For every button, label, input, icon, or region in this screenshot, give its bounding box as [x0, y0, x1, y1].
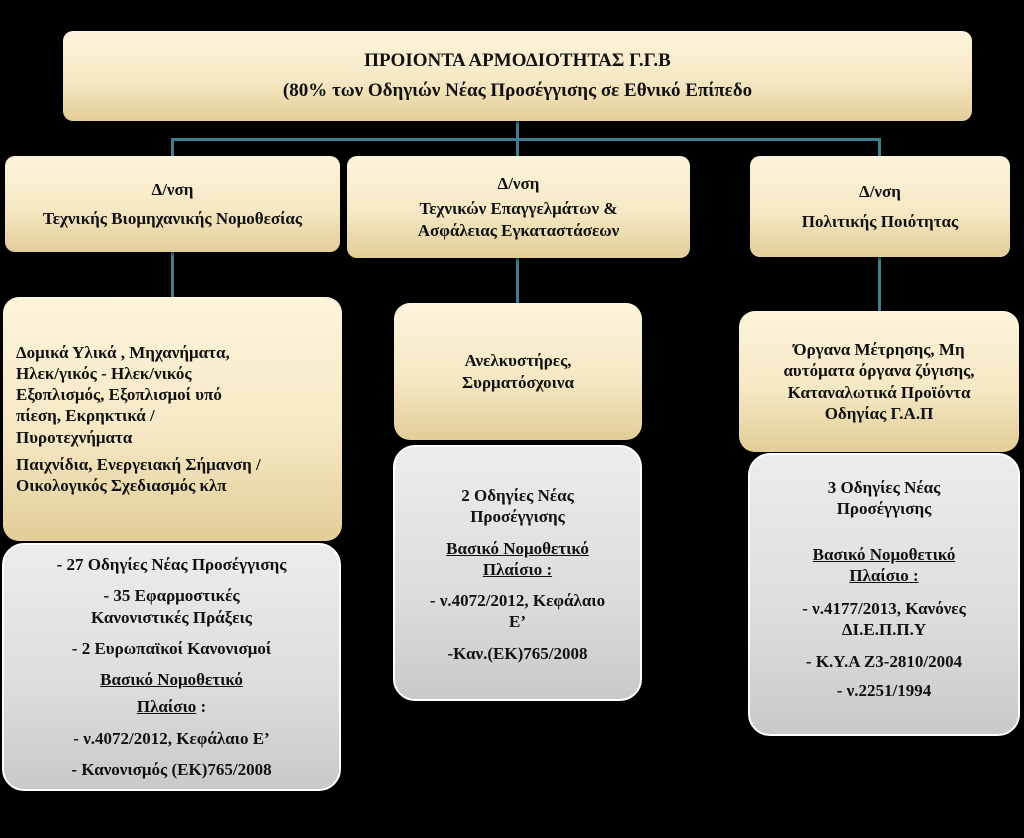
connector-root-down — [516, 120, 519, 140]
framework-label-line-2: Πλαίσιο : — [482, 559, 553, 579]
division-name-line-2: Ασφάλειας Εγκαταστάσεων — [417, 220, 620, 240]
product-line: Ανελκυστήρες, — [464, 351, 572, 371]
framework-item: - ν.2251/1994 — [836, 680, 932, 700]
framework-item: ΔΙ.Ε.Π.Π.Υ — [841, 620, 927, 640]
division-name: Πολιτικής Ποιότητας — [801, 211, 959, 231]
connector-center-drop — [516, 138, 519, 158]
product-line: Ηλεκ/γικός - Ηλεκ/νικός — [16, 363, 192, 383]
product-line: Όργανα Μέτρησης, Μη — [793, 340, 965, 359]
framework-item: - Κανονισμός (ΕΚ)765/2008 — [71, 759, 272, 779]
root-box: ΠΡΟΙΟΝΤΑ ΑΡΜΟΔΙΟΤΗΤΑΣ Γ.Γ.Β (80% των Οδη… — [63, 31, 972, 121]
connector-left-drop — [171, 138, 174, 158]
division-title: Δ/νση — [151, 179, 194, 199]
framework-label-colon: : — [196, 697, 207, 717]
framework-item: - ν.4072/2012, Κεφάλαιο — [429, 591, 606, 610]
division-name: Τεχνικής Βιομηχανικής Νομοθεσίας — [42, 209, 303, 228]
product-line: Συρματόσχοινα — [462, 372, 574, 392]
division-header-technical-professions: Δ/νση Τεχνικών Επαγγελμάτων & Ασφάλειας … — [347, 156, 690, 258]
connector-left-to-products — [171, 252, 174, 298]
division-name-line-1: Τεχνικών Επαγγελμάτων & — [419, 199, 618, 219]
product-line: Καταναλωτικά Προϊόντα — [787, 382, 971, 402]
division-header-quality-policy: Δ/νση Πολιτικής Ποιότητας — [750, 156, 1010, 257]
framework-item: - Κ.Υ.Α Ζ3-2810/2004 — [805, 651, 963, 671]
division-header-technical-industrial: Δ/νση Τεχνικής Βιομηχανικής Νομοθεσίας — [5, 156, 340, 252]
framework-label-text: Πλαίσιο — [136, 697, 197, 717]
directives-box-quality-policy: 3 Οδηγίες Νέας Προσέγγισης Βασικό Νομοθε… — [748, 453, 1020, 736]
product-line: αυτόματα όργανα ζύγισης, — [783, 361, 975, 381]
framework-item: -Καν.(ΕΚ)765/2008 — [447, 643, 588, 663]
root-title: ΠΡΟΙΟΝΤΑ ΑΡΜΟΔΙΟΤΗΤΑΣ Γ.Γ.Β — [364, 50, 671, 72]
products-box-quality-policy: Όργανα Μέτρησης, Μη αυτόματα όργανα ζύγι… — [739, 311, 1019, 452]
directive-line: Προσέγγισης — [836, 499, 932, 519]
directive-line: - 27 Οδηγίες Νέας Προσέγγισης — [56, 555, 287, 574]
directive-line: Κανονιστικές Πράξεις — [91, 607, 252, 627]
division-title: Δ/νση — [859, 182, 901, 202]
directive-line: - 2 Ευρωπαϊκοί Κανονισμοί — [71, 638, 272, 658]
framework-label: Βασικό Νομοθετικό — [812, 544, 956, 564]
product-line: Εξοπλισμός, Εξοπλισμοί υπό — [16, 385, 222, 405]
product-line: Οικολογικός Σχεδιασμός κλπ — [16, 476, 227, 496]
framework-item: - ν.4072/2012, Κεφάλαιο Ε’ — [73, 728, 270, 748]
product-line: Παιχνίδια, Ενεργειακή Σήμανση / — [16, 454, 261, 474]
connector-right-drop — [878, 138, 881, 158]
connector-center-to-products — [516, 258, 519, 304]
connector-right-to-products — [878, 257, 881, 313]
framework-label: Βασικό Νομοθετικό — [100, 670, 243, 689]
products-box-technical-industrial: Δομικά Υλικά , Μηχανήματα, Ηλεκ/γικός - … — [3, 297, 342, 541]
root-subtitle: (80% των Οδηγιών Νέας Προσέγγισης σε Εθν… — [282, 80, 753, 101]
product-line: πίεση, Εκρηκτικά / — [16, 406, 155, 426]
directive-line: 3 Οδηγίες Νέας — [827, 478, 941, 497]
products-box-technical-professions: Ανελκυστήρες, Συρματόσχοινα — [394, 303, 642, 440]
connector-horizontal — [171, 138, 881, 141]
framework-item: Ε’ — [509, 612, 526, 632]
framework-label: Βασικό Νομοθετικό — [446, 538, 589, 558]
framework-label-line-2: Πλαίσιο : — [137, 696, 206, 717]
framework-item: - ν.4177/2013, Κανόνες — [802, 599, 966, 618]
directive-line: Προσέγγισης — [470, 507, 565, 527]
product-line: Δομικά Υλικά , Μηχανήματα, — [16, 342, 230, 362]
division-title: Δ/νση — [497, 174, 540, 194]
directive-line: - 35 Εφαρμοστικές — [103, 586, 240, 606]
product-line: Οδηγίας Γ.Α.Π — [824, 403, 934, 423]
framework-label-line-2: Πλαίσιο : — [849, 565, 919, 585]
product-line: Πυροτεχνήματα — [16, 427, 133, 447]
directives-box-technical-industrial: - 27 Οδηγίες Νέας Προσέγγισης - 35 Εφαρμ… — [2, 543, 341, 791]
directives-box-technical-professions: 2 Οδηγίες Νέας Προσέγγισης Βασικό Νομοθε… — [393, 445, 642, 701]
directive-line: 2 Οδηγίες Νέας — [461, 486, 574, 505]
